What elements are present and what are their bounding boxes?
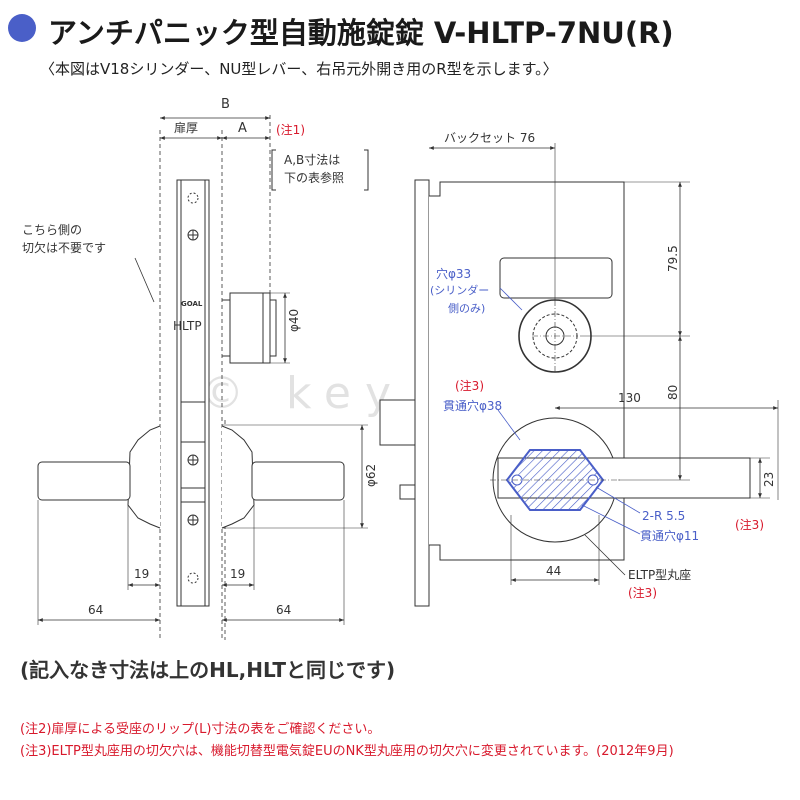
cutout-note-line1: こちら側の bbox=[22, 223, 82, 237]
dim-44-label: 44 bbox=[546, 564, 561, 578]
right-view-labels: バックセット 76 79.5 穴φ33 (シリンダー 側のみ) (注3) 貫通穴… bbox=[430, 131, 776, 600]
dim-phi62-label: φ62 bbox=[364, 464, 378, 487]
deadbolt-slot bbox=[180, 487, 206, 503]
plate-model: HLTP bbox=[173, 319, 202, 333]
dim-130-label: 130 bbox=[618, 391, 641, 405]
dim-b-label: B bbox=[221, 97, 230, 112]
note1-tag: (注1) bbox=[276, 122, 305, 137]
latch-slot bbox=[180, 401, 206, 443]
note1-line2: 下の表参照 bbox=[284, 170, 344, 185]
page-subtitle: 〈本図はV18シリンダー、NU型レバー、右吊元外開き用のR型を示します。〉 bbox=[40, 60, 558, 78]
trigger-bolt bbox=[399, 484, 416, 500]
cylinder-housing bbox=[229, 292, 271, 364]
face-plate bbox=[176, 179, 210, 607]
note2-text: (注2)扉厚による受座のリップ(L)寸法の表をご確認ください。 bbox=[20, 722, 381, 737]
latch-bolt bbox=[379, 399, 416, 446]
dim-64-left-label: 64 bbox=[88, 603, 103, 617]
hole33-line2: (シリンダー bbox=[430, 283, 489, 297]
dim-23-label: 23 bbox=[762, 472, 776, 487]
dim-door-thickness-label: 扉厚 bbox=[174, 121, 198, 135]
right-front-view bbox=[379, 143, 779, 607]
title-bullet-icon bbox=[8, 14, 36, 42]
left-lever-handle bbox=[37, 425, 161, 529]
footer-note: (記入なき寸法は上のHL,HLTと同じです) bbox=[20, 658, 396, 682]
right-lever-handle bbox=[221, 425, 345, 529]
page-title: アンチパニック型自動施錠錠 V-HLTP-7NU(R) bbox=[48, 16, 674, 50]
upper-slot bbox=[499, 257, 613, 299]
hole33-line3: 側のみ) bbox=[448, 302, 485, 315]
through-hole38-label: 貫通穴φ38 bbox=[443, 398, 502, 413]
dim-19-right-label: 19 bbox=[230, 567, 245, 581]
left-side-view bbox=[37, 115, 369, 640]
screw-icon bbox=[187, 192, 199, 584]
front-face-plate bbox=[414, 179, 430, 607]
note3-tag-a: (注3) bbox=[455, 378, 484, 393]
plate-logo: GOAL bbox=[181, 300, 203, 308]
rose-label: ELTP型丸座 bbox=[628, 567, 691, 582]
dim-backset-label: バックセット 76 bbox=[444, 131, 535, 145]
note3-tag-b: (注3) bbox=[735, 517, 764, 532]
note3-tag-c: (注3) bbox=[628, 585, 657, 600]
dim-79-5-label: 79.5 bbox=[666, 245, 680, 272]
left-view-labels: B 扉厚 A (注1) A,B寸法は 下の表参照 こちら側の 切欠は不要です G… bbox=[22, 97, 378, 617]
radius-label: 2-R 5.5 bbox=[642, 509, 685, 523]
cutout-note-line2: 切欠は不要です bbox=[22, 240, 106, 255]
dim-80-label: 80 bbox=[666, 385, 680, 400]
hole33-line1: 穴φ33 bbox=[436, 266, 471, 281]
dim-phi40-label: φ40 bbox=[287, 309, 301, 332]
dim-a-label: A bbox=[238, 121, 247, 136]
dim-19-left-label: 19 bbox=[134, 567, 149, 581]
dim-64-right-label: 64 bbox=[276, 603, 291, 617]
note1-line1: A,B寸法は bbox=[284, 153, 340, 167]
through-hole11-label: 貫通穴φ11 bbox=[640, 528, 699, 543]
note3-text: (注3)ELTP型丸座用の切欠穴は、機能切替型電気錠EUのNK型丸座用の切欠穴に… bbox=[20, 744, 674, 759]
